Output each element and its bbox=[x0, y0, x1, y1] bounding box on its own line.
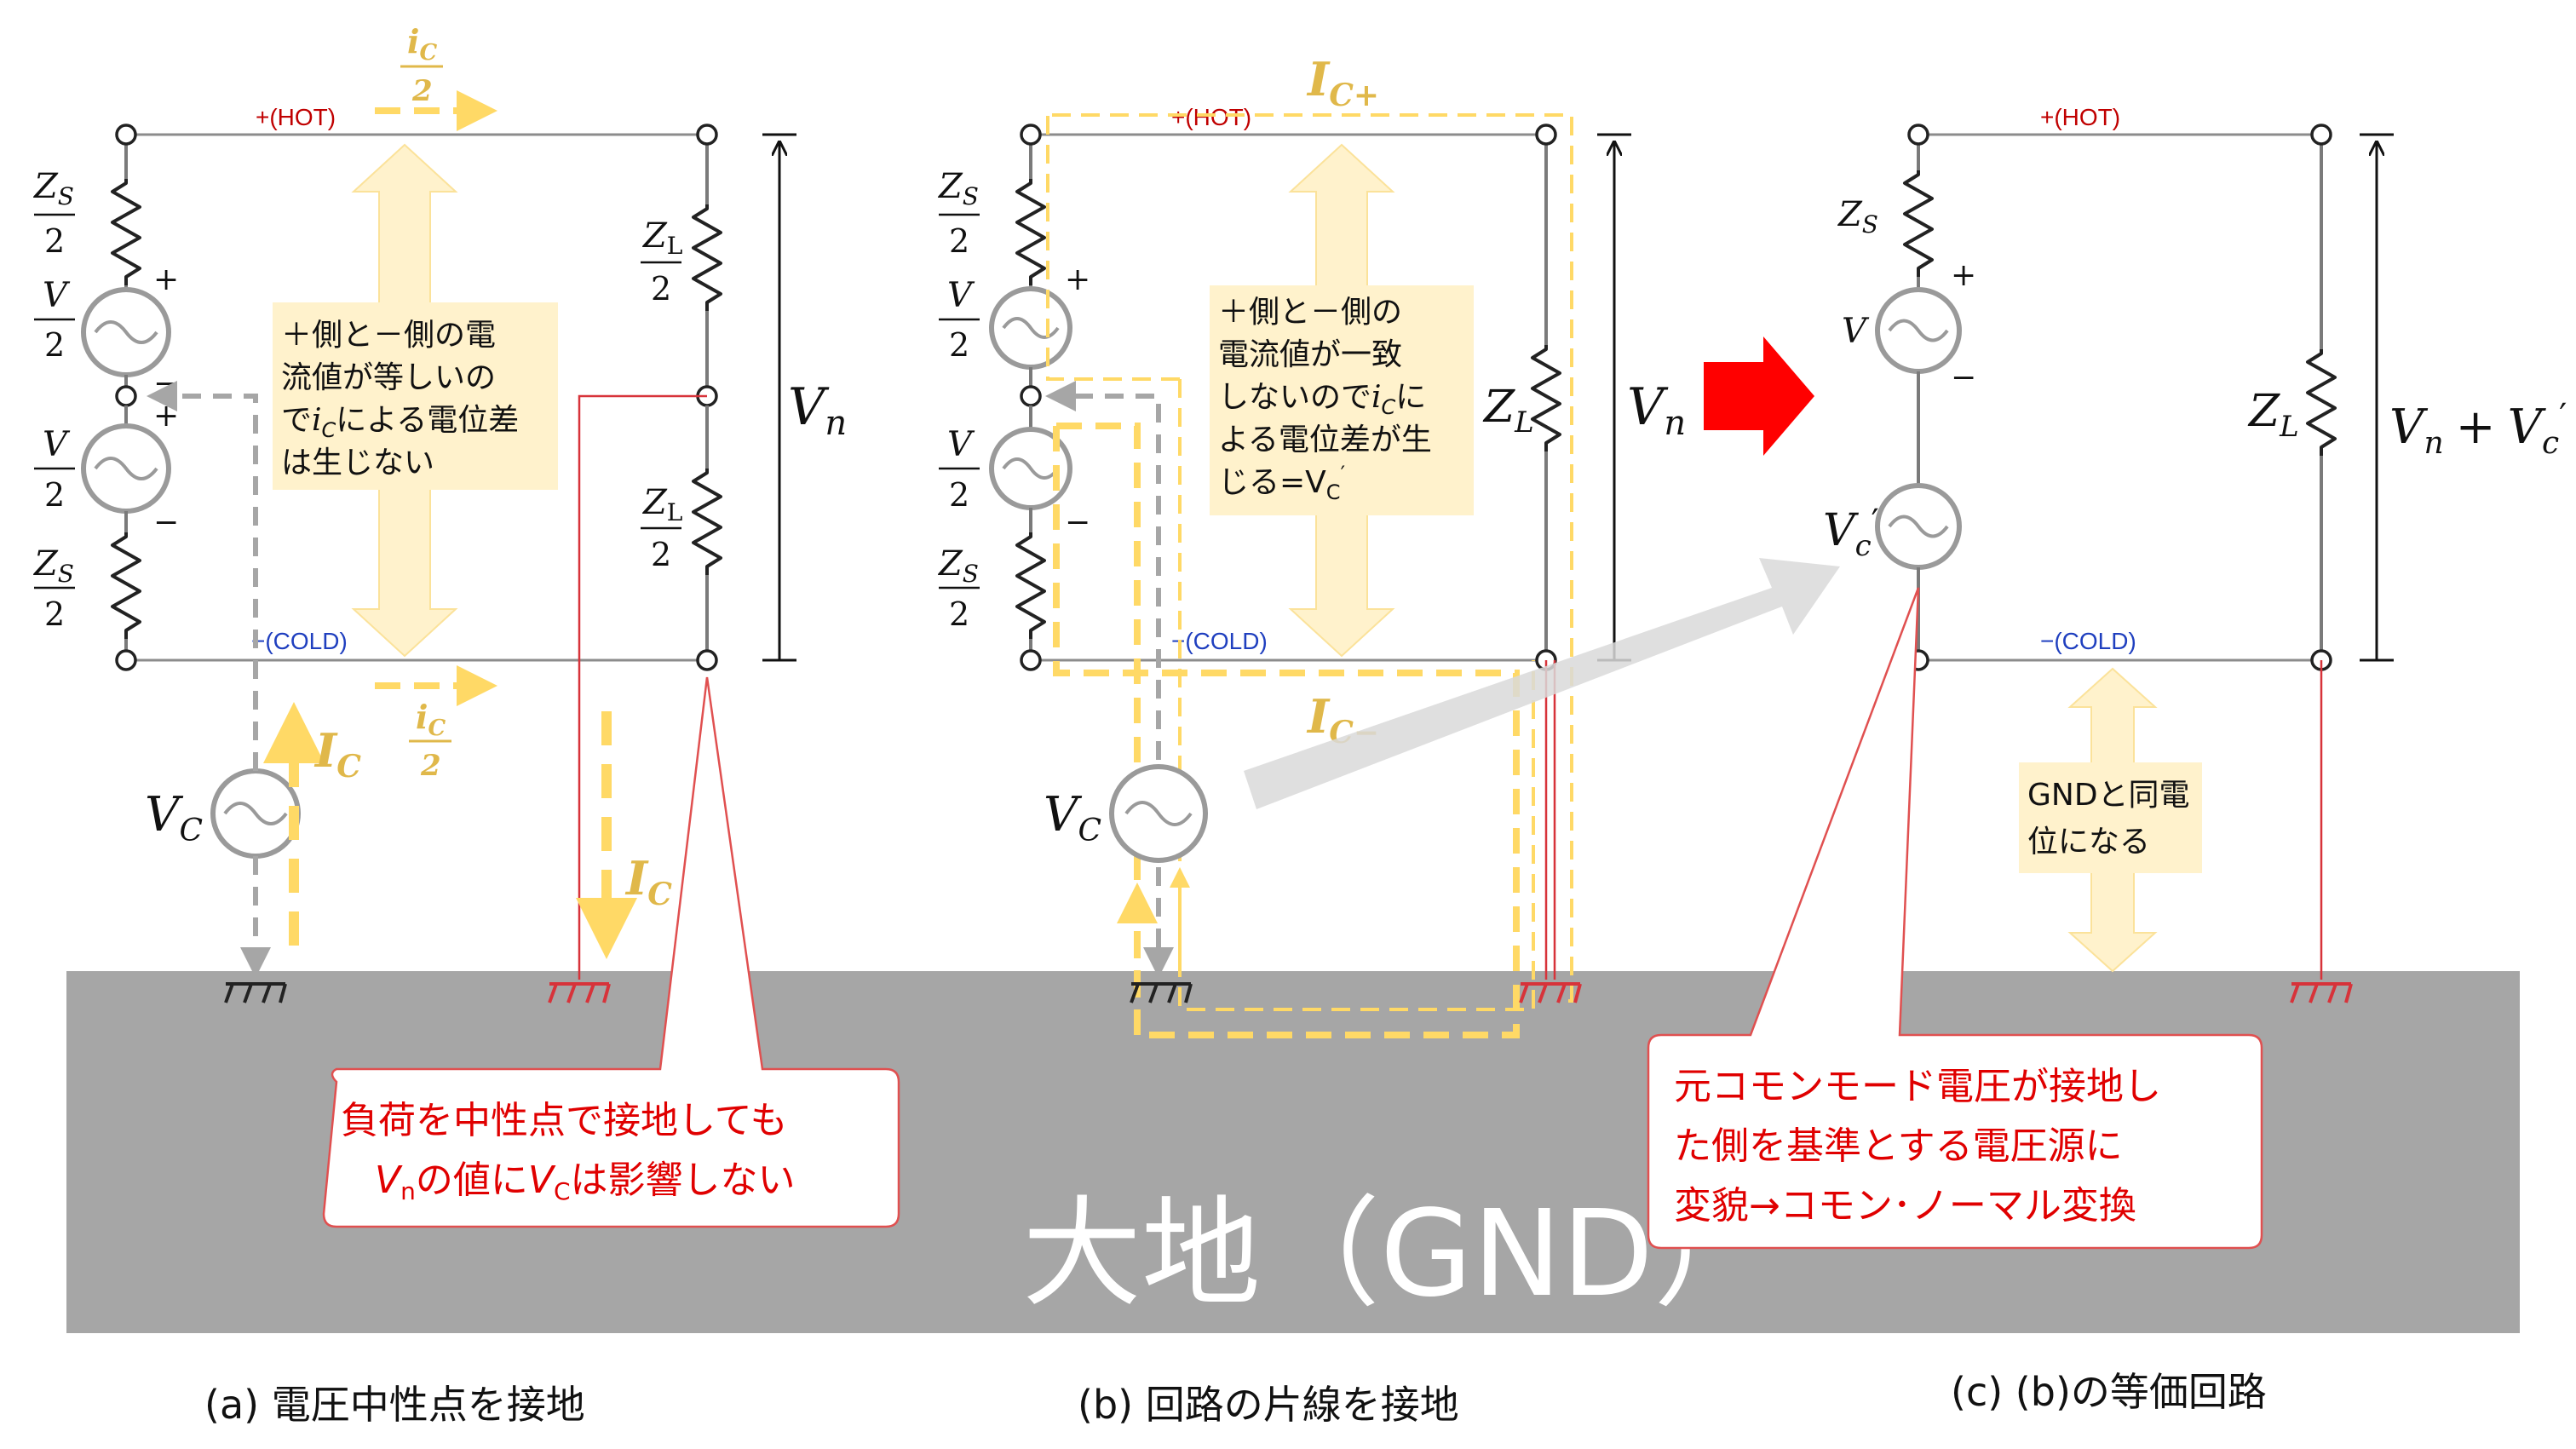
svg-text:ZL: ZL bbox=[641, 216, 682, 260]
callout-a bbox=[322, 676, 900, 1228]
svg-text:ZS: ZS bbox=[937, 544, 979, 588]
panel-b: Vn +(HOT) −(COLD) ZS 2 V 2 V 2 ZS 2 ZL +… bbox=[937, 52, 1840, 1038]
svg-text:iC: iC bbox=[407, 22, 437, 66]
svg-text:変貌→コモン･ノーマル変換: 変貌→コモン･ノーマル変換 bbox=[1674, 1184, 2136, 1228]
svg-text:2: 2 bbox=[44, 476, 65, 514]
resistor-icon bbox=[1531, 345, 1561, 451]
svg-text:2: 2 bbox=[949, 222, 969, 260]
svg-text:2: 2 bbox=[949, 595, 969, 633]
svg-text:IC+: IC+ bbox=[1306, 52, 1379, 113]
svg-text:Vn: Vn bbox=[788, 377, 847, 443]
svg-text:−(COLD): −(COLD) bbox=[2040, 628, 2136, 654]
svg-text:V: V bbox=[947, 276, 975, 315]
svg-text:V: V bbox=[1842, 312, 1870, 351]
note-a bbox=[273, 302, 558, 490]
svg-text:−: − bbox=[1065, 505, 1090, 540]
note-b bbox=[1210, 285, 1474, 515]
svg-text:+: + bbox=[1065, 262, 1090, 297]
svg-text:VC: VC bbox=[145, 787, 203, 848]
svg-text:2: 2 bbox=[44, 326, 65, 364]
svg-text:流値が等しいの: 流値が等しいの bbox=[281, 360, 496, 395]
svg-text:は生じない: は生じない bbox=[281, 446, 434, 480]
caption-a: (a) 電圧中性点を接地 bbox=[204, 1382, 585, 1428]
svg-text:ZS: ZS bbox=[32, 167, 74, 210]
svg-text:Vc′: Vc′ bbox=[1823, 503, 1879, 563]
panel-a: Vn +(HOT) −(COLD) ZS 2 V 2 V 2 ZS 2 ZL 2… bbox=[32, 22, 900, 1228]
svg-text:Vn+Vc′: Vn+Vc′ bbox=[2389, 397, 2567, 461]
svg-text:V: V bbox=[947, 425, 975, 464]
svg-text:IC: IC bbox=[624, 851, 672, 912]
svg-text:ZL: ZL bbox=[2247, 386, 2299, 444]
svg-text:元コモンモード電圧が接地し: 元コモンモード電圧が接地し bbox=[1674, 1065, 2161, 1108]
svg-text:2: 2 bbox=[651, 536, 671, 573]
resistor-icon bbox=[1903, 170, 1934, 277]
svg-text:−(COLD): −(COLD) bbox=[1171, 628, 1268, 654]
resistor-icon bbox=[111, 179, 141, 285]
svg-text:Vn: Vn bbox=[1627, 377, 1686, 443]
svg-text:＋側と－側の電: ＋側と－側の電 bbox=[281, 318, 496, 353]
svg-text:ZL: ZL bbox=[641, 483, 682, 526]
svg-text:2: 2 bbox=[44, 222, 65, 260]
svg-text:でiCによる電位差: でiCによる電位差 bbox=[281, 403, 519, 442]
svg-text:2: 2 bbox=[949, 326, 969, 364]
svg-text:位になる: 位になる bbox=[2027, 825, 2150, 860]
cold-label: −(COLD) bbox=[251, 628, 348, 654]
svg-text:+: + bbox=[153, 399, 179, 434]
svg-text:しないのでiCに: しないのでiCに bbox=[1218, 380, 1426, 419]
svg-text:V: V bbox=[43, 276, 71, 315]
resistor-icon bbox=[1015, 532, 1046, 639]
svg-text:2: 2 bbox=[651, 270, 671, 308]
resistor-icon bbox=[1015, 179, 1046, 285]
caption-c: (c) (b)の等価回路 bbox=[1951, 1369, 2267, 1415]
svg-text:ZL: ZL bbox=[1482, 382, 1534, 440]
resistor-icon bbox=[692, 204, 722, 311]
svg-text:2: 2 bbox=[411, 74, 433, 108]
svg-text:＋側と－側の: ＋側と－側の bbox=[1218, 295, 1402, 330]
svg-text:ZS: ZS bbox=[32, 544, 74, 588]
svg-text:2: 2 bbox=[420, 749, 441, 783]
svg-text:2: 2 bbox=[44, 595, 65, 633]
svg-text:IC: IC bbox=[313, 723, 361, 785]
resistor-icon bbox=[111, 532, 141, 639]
transform-arrow bbox=[1244, 558, 1840, 809]
right-arrow-icon bbox=[1704, 336, 1814, 456]
svg-text:V: V bbox=[43, 425, 71, 464]
resistor-icon bbox=[2306, 349, 2337, 456]
note-c bbox=[2019, 762, 2202, 873]
svg-text:よる電位差が生: よる電位差が生 bbox=[1218, 423, 1432, 457]
svg-text:2: 2 bbox=[949, 476, 969, 514]
caption-b: (b) 回路の片線を接地 bbox=[1078, 1382, 1459, 1428]
svg-text:電流値が一致: 電流値が一致 bbox=[1218, 337, 1402, 372]
svg-text:−: − bbox=[1951, 360, 1976, 395]
svg-text:VC: VC bbox=[1044, 787, 1101, 848]
svg-text:Vnの値にVCは影響しない: Vnの値にVCは影響しない bbox=[375, 1159, 796, 1205]
svg-text:負荷を中性点で接地しても: 負荷を中性点で接地しても bbox=[341, 1099, 787, 1142]
resistor-icon bbox=[692, 469, 722, 575]
panel-c: Vn+Vc′ +(HOT) −(COLD) ZS V + − ZL Vc′ GN… bbox=[1647, 104, 2567, 1250]
svg-text:GNDと同電: GNDと同電 bbox=[2027, 778, 2190, 813]
hot-label: +(HOT) bbox=[256, 104, 336, 130]
svg-text:ZS: ZS bbox=[1837, 195, 1878, 239]
svg-text:+(HOT): +(HOT) bbox=[1171, 104, 1251, 130]
svg-text:−: − bbox=[153, 505, 179, 540]
svg-text:+: + bbox=[153, 262, 179, 297]
svg-text:iC: iC bbox=[416, 698, 446, 741]
svg-text:た側を基準とする電圧源に: た側を基準とする電圧源に bbox=[1674, 1124, 2123, 1168]
callout-c bbox=[1647, 587, 2263, 1250]
svg-text:+(HOT): +(HOT) bbox=[2040, 104, 2120, 130]
svg-text:+: + bbox=[1951, 258, 1976, 293]
svg-text:ZS: ZS bbox=[937, 167, 979, 210]
svg-text:じる=VC′: じる=VC′ bbox=[1218, 462, 1345, 504]
